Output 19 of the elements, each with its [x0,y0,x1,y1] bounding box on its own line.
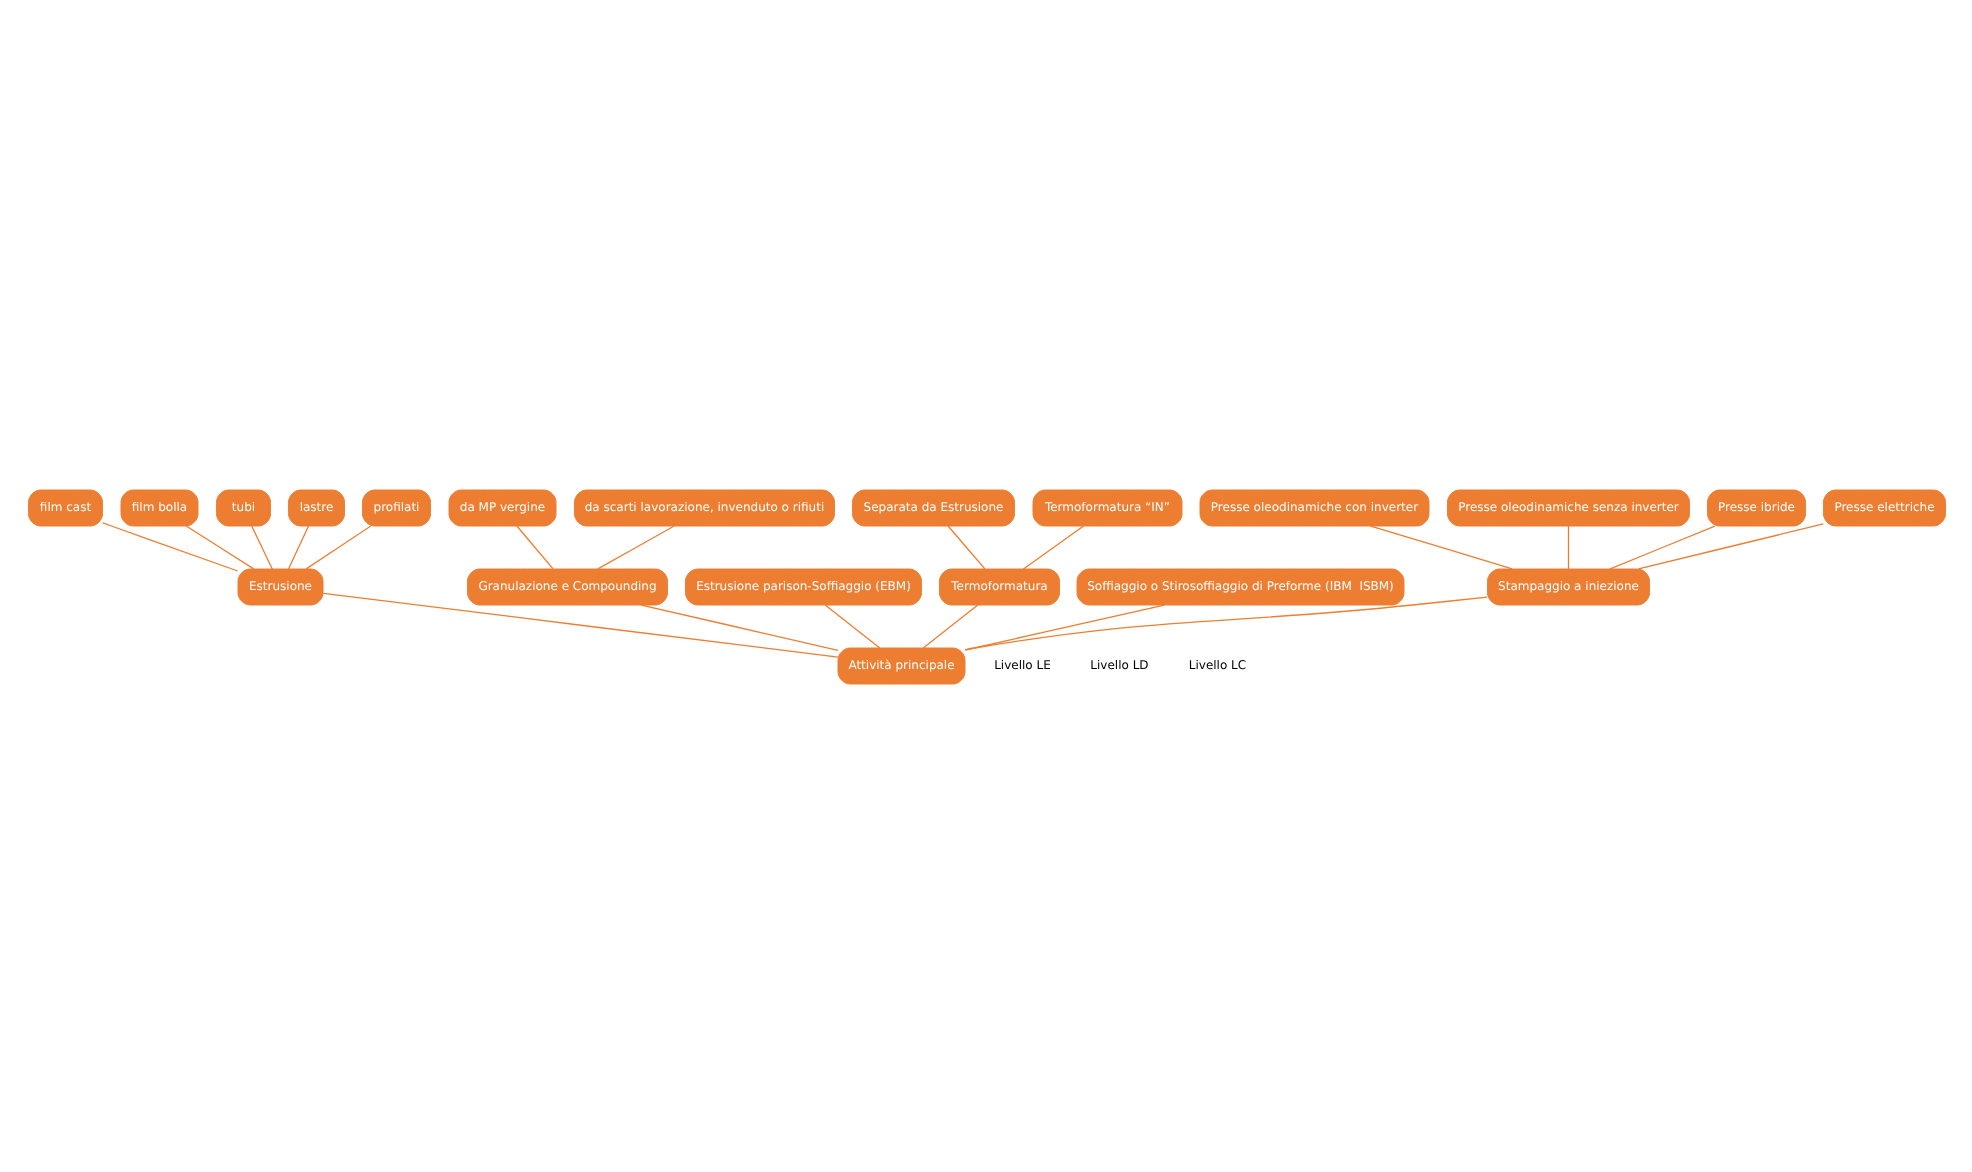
connector [101,521,238,571]
connector [639,603,838,650]
connector [1566,524,1569,569]
connector [1608,524,1715,569]
connector [963,603,1164,650]
connector [1021,524,1084,569]
connector [946,524,985,569]
connector [921,603,978,648]
connector [286,524,309,569]
connector [250,524,272,569]
connector [1637,522,1823,569]
connector [515,524,553,569]
connector [963,595,1487,650]
connector [596,524,674,569]
connector [184,524,254,569]
connector [1369,524,1512,569]
connector [304,524,371,569]
connector [321,591,838,657]
connector [823,603,880,648]
